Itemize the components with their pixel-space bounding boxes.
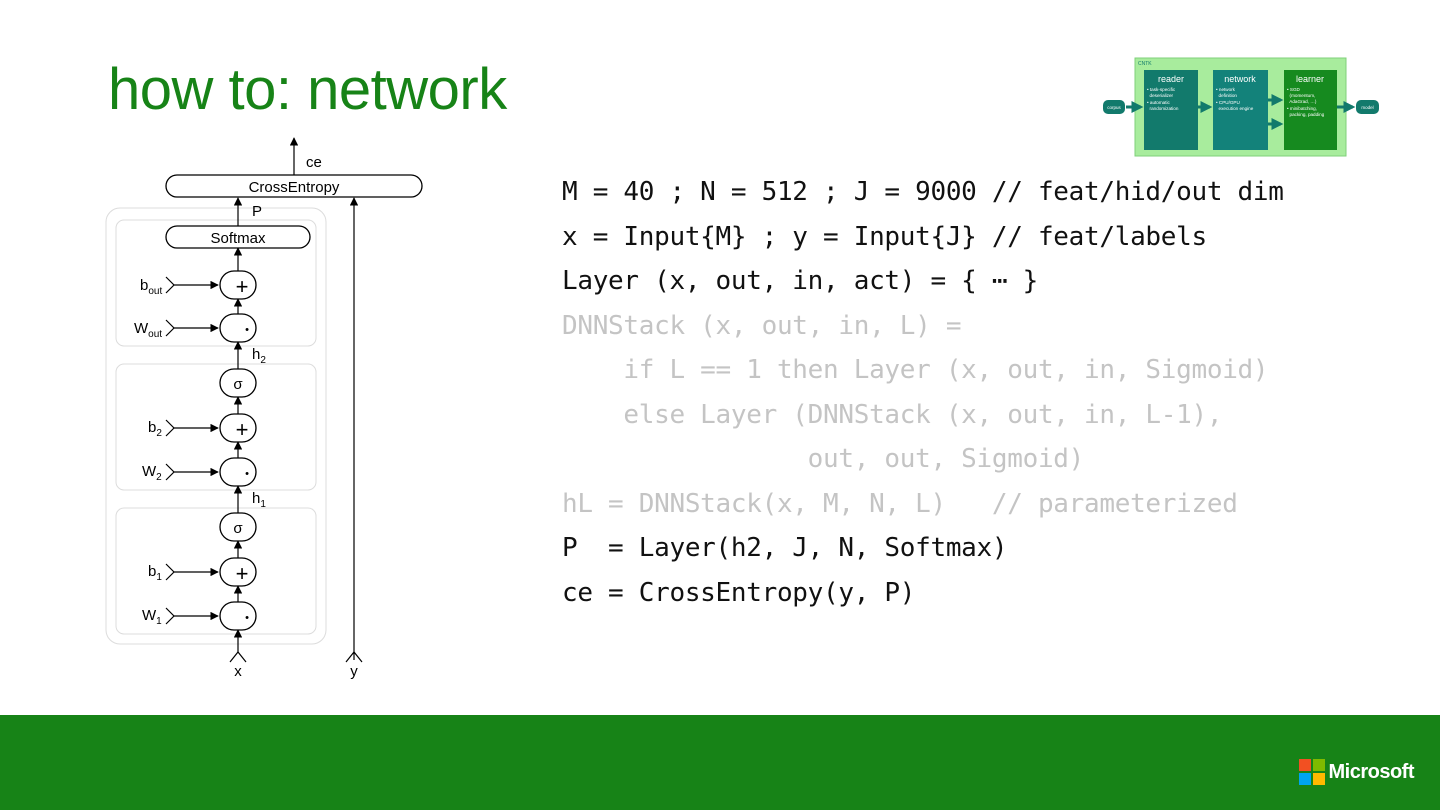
code-line: else Layer (DNNStack (x, out, in, L-1), [562,399,1223,430]
svg-text:• network: • network [1216,87,1236,92]
hidden-layer-2-group [115,363,317,491]
cntk-inset-title: CNTK [1138,61,1152,67]
times-node-2: • [219,457,257,487]
svg-text:• minibatching,: • minibatching, [1287,106,1317,111]
svg-text:• task-specific: • task-specific [1147,87,1176,92]
svg-text:definition: definition [1216,93,1237,98]
times-node-1: • [219,601,257,631]
code-listing: M = 40 ; N = 512 ; J = 9000 // feat/hid/… [562,170,1284,615]
svg-text:• automatic: • automatic [1147,100,1171,105]
microsoft-logo: Microsoft [1298,759,1415,785]
times-node-out: • [219,313,257,343]
cross-entropy-node: CrossEntropy [165,174,423,198]
ce-output-label: ce [306,154,322,171]
code-line: ce = CrossEntropy(y, P) [562,577,916,608]
svg-text:•: • [245,324,249,336]
hidden-layer-1-group [115,507,317,635]
softmax-node: Softmax [165,225,311,249]
code-line: x = Input{M} ; y = Input{J} // feat/labe… [562,221,1207,252]
p-label: P [252,203,262,220]
network-outer-group [105,207,327,645]
cntk-architecture-inset: CNTK corpus reader • task-specific deser… [1103,57,1379,157]
svg-text:deserializer: deserializer [1147,93,1174,98]
sigma-node-1: σ [219,512,257,542]
sigma-node-2: σ [219,368,257,398]
w-out-label: Wout [134,320,162,340]
h1-label: h1 [252,490,266,510]
slide-title: how to: network [108,57,507,122]
code-line: M = 40 ; N = 512 ; J = 9000 // feat/hid/… [562,177,1284,207]
svg-text:randomization: randomization [1147,106,1179,111]
w1-label: W1 [142,607,162,627]
b2-label: b2 [148,419,162,439]
svg-text:σ: σ [233,376,243,393]
svg-text:•: • [245,468,249,480]
code-line: hL = DNNStack(x, M, N, L) // parameteriz… [562,488,1238,519]
code-line: DNNStack (x, out, in, L) = [562,310,962,341]
reader-block: reader • task-specific deserializer • au… [1144,70,1198,150]
w2-label: W2 [142,463,162,483]
svg-text:+: + [236,274,249,299]
svg-text:execution engine: execution engine [1216,106,1254,111]
plus-node-1: + [219,557,257,587]
output-layer-group [115,219,317,347]
svg-text:AdaGrad, …): AdaGrad, …) [1287,99,1317,104]
svg-text:• SGD: • SGD [1287,87,1301,92]
b1-label: b1 [148,563,162,583]
code-line: if L == 1 then Layer (x, out, in, Sigmoi… [562,355,1269,385]
svg-text:•: • [245,612,249,624]
svg-text:+: + [236,417,249,442]
corpus-node: corpus [1103,100,1125,114]
svg-text:learner: learner [1296,74,1324,84]
network-block: network • network definition • CPU/GPU e… [1213,70,1268,150]
h2-label: h2 [252,346,266,366]
svg-text:• CPU/GPU: • CPU/GPU [1216,100,1240,105]
svg-text:σ: σ [233,520,243,537]
code-line: out, out, Sigmoid) [562,444,1085,474]
svg-text:corpus: corpus [1107,105,1121,110]
svg-text:packing, padding: packing, padding [1287,112,1325,117]
network-diagram: CrossEntropy ce P Softmax + • bout Wout … [105,137,423,680]
b-out-label: bout [140,277,162,297]
input-x-label: x [234,663,242,680]
plus-node-2: + [219,413,257,443]
svg-text:+: + [236,561,249,586]
model-node: model [1356,100,1379,114]
svg-text:model: model [1361,105,1373,110]
svg-text:network: network [1224,74,1256,84]
svg-text:CrossEntropy: CrossEntropy [249,179,340,196]
code-line: Layer (x, out, in, act) = { ⋯ } [562,266,1038,296]
code-line: P = Layer(h2, J, N, Softmax) [562,533,1008,563]
svg-text:Softmax: Softmax [210,230,266,247]
svg-text:reader: reader [1158,74,1184,84]
learner-block: learner • SGD (momentum, AdaGrad, …) • m… [1284,70,1337,150]
footer-band: Microsoft [0,715,1440,810]
plus-node-out: + [219,270,257,300]
microsoft-wordmark: Microsoft [1328,760,1415,783]
windows-logo-icon [1298,759,1325,785]
svg-text:(momentum,: (momentum, [1287,93,1315,98]
input-y-label: y [350,663,358,680]
